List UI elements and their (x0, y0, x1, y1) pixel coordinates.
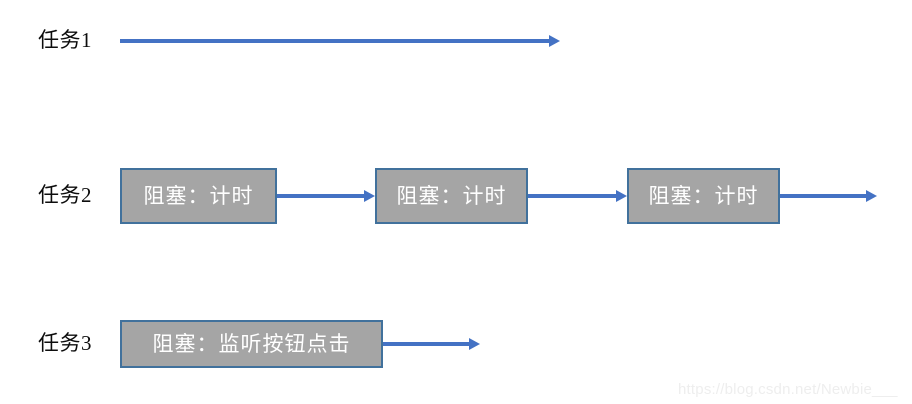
arrow-shaft (383, 342, 471, 346)
blocking-box-label: 阻塞：监听按钮点击 (152, 331, 351, 356)
task-row-label: 任务2 (38, 183, 92, 207)
blocking-box: 阻塞：计时 (627, 168, 780, 224)
flow-arrow (383, 338, 480, 350)
arrow-head-icon (866, 190, 877, 202)
arrow-shaft (277, 194, 366, 198)
arrow-shaft (120, 39, 551, 43)
flow-arrow (780, 190, 877, 202)
blocking-box: 阻塞：计时 (120, 168, 277, 224)
blocking-box-label: 阻塞：计时 (396, 183, 507, 208)
arrow-shaft (780, 194, 868, 198)
task-row-label: 任务3 (38, 331, 92, 355)
flow-arrow (528, 190, 627, 202)
flow-arrow (120, 35, 560, 47)
blocking-box-label: 阻塞：计时 (648, 183, 759, 208)
arrow-head-icon (364, 190, 375, 202)
arrow-head-icon (616, 190, 627, 202)
task-row-label: 任务1 (38, 28, 92, 52)
watermark-text: https://blog.csdn.net/Newbie___ (678, 381, 898, 398)
flow-arrow (277, 190, 375, 202)
blocking-box-label: 阻塞：计时 (143, 183, 254, 208)
arrow-shaft (528, 194, 618, 198)
blocking-box: 阻塞：计时 (375, 168, 528, 224)
arrow-head-icon (549, 35, 560, 47)
arrow-head-icon (469, 338, 480, 350)
blocking-box: 阻塞：监听按钮点击 (120, 320, 383, 368)
